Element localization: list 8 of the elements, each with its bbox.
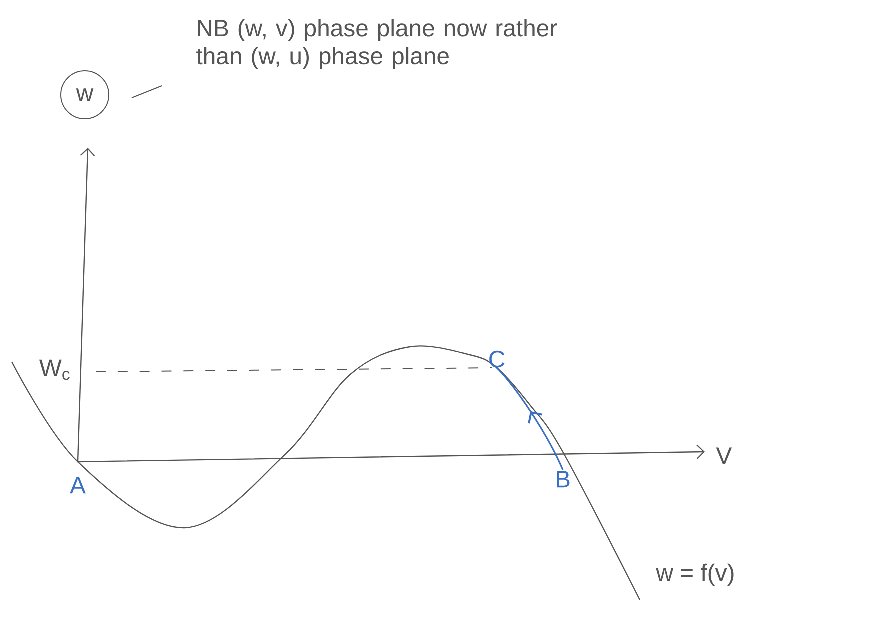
- note-text: NB (w, v) phase plane now rather than (w, u) phase plane: [196, 19, 558, 70]
- point-label: A: [70, 477, 86, 494]
- axis-label: W$_{c}$: [40, 360, 70, 380]
- point-label: C: [490, 350, 505, 368]
- circled-label: w: [60, 70, 110, 120]
- point-label: B: [557, 471, 570, 488]
- axis-label: V: [716, 448, 732, 464]
- curve-label: w = f(v): [656, 564, 734, 586]
